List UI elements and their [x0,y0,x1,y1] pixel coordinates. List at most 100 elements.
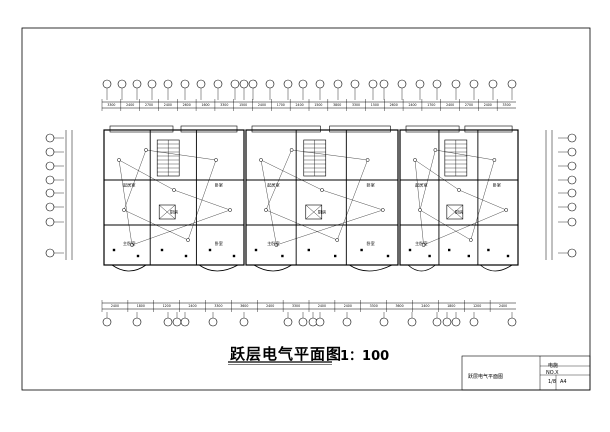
drawing-scale: 1：100 [340,349,390,364]
light-fixture [186,238,190,242]
elevator-cross [305,204,322,220]
balcony [464,125,513,133]
room-label: 卧室 [493,182,501,189]
left-axis-bubble [45,248,55,258]
wiring-run [265,209,338,241]
left-axis-bubble [45,202,55,212]
wiring-run [291,149,368,161]
light-fixture [413,158,417,162]
top-axis-bubble [117,79,127,89]
bay-window [479,264,513,272]
top-axis-bubble [283,79,293,89]
top-dimension-label: 2400 [296,103,304,107]
room-label: 起居室 [415,182,428,189]
wiring-run [131,209,231,246]
light-fixture [122,208,126,212]
balcony [405,125,460,133]
top-dimension-label: 2400 [408,103,416,107]
socket-outlet [467,254,470,258]
wiring-run [118,159,133,246]
socket-outlet [254,248,258,252]
bottom-dimension-label: 3300 [292,304,300,308]
top-axis-bubble [248,79,258,89]
right-axis-bubble [567,133,577,143]
wiring-run [260,159,277,246]
top-axis-bubble [102,79,112,89]
light-fixture [365,158,370,162]
top-axis-bubble [239,79,249,89]
top-dimension-label: 2400 [258,103,266,107]
title-block-name: 跃层电气平面图 [468,374,504,380]
light-fixture [130,243,134,247]
top-axis-bubble [265,79,275,89]
top-dimension-label: 1700 [277,103,285,107]
room-label: 起居室 [267,182,280,189]
unit-outer-wall [245,129,399,266]
wiring-run [145,149,217,161]
bottom-dimension-label: 2400 [266,304,274,308]
top-dimension-label: 3300 [220,103,228,107]
socket-outlet [136,254,140,258]
bottom-axis-bubble [172,317,182,327]
top-axis-bubble [213,79,223,89]
title-block-label-2: NO.X [546,370,559,376]
top-dimension-label: 2600 [390,103,398,107]
wiring-run [187,159,217,241]
top-axis-bubble [163,79,173,89]
top-axis-bubble [415,79,425,89]
top-dimension-label: 3300 [352,103,360,107]
socket-outlet [160,248,164,252]
bottom-axis-bubble [132,317,142,327]
bay-window [111,264,147,272]
room-label: 主卧室 [415,240,428,247]
bay-window [198,264,239,272]
title-block [461,355,591,391]
socket-outlet [386,254,390,258]
bottom-dimension-label: 2400 [499,304,507,308]
bottom-dimension-label: 3300 [214,304,222,308]
top-dimension-label: 1600 [201,103,209,107]
wiring-run [260,159,323,191]
room-label: 厨房 [318,209,326,216]
top-dimension-label: 2700 [145,103,153,107]
light-fixture [457,188,461,192]
right-axis-bubble [567,147,577,157]
socket-outlet [281,254,284,258]
room-label: 卧室 [215,182,223,189]
socket-outlet [232,254,236,258]
top-axis-bubble [298,79,308,89]
balcony [109,125,174,133]
top-axis-bubble [333,79,343,89]
top-axis-bubble [132,79,142,89]
room-label: 厨房 [455,209,463,216]
elevator-shaft [305,204,323,220]
top-axis-bubble [368,79,378,89]
top-axis-bubble [397,79,407,89]
bottom-axis-bubble [208,317,218,327]
left-axis-bubble [45,161,55,171]
bottom-dimension-label: 2400 [344,304,352,308]
bottom-dimension-label: 2400 [421,304,429,308]
top-dimension-label: 3800 [333,103,341,107]
top-axis-bubble [432,79,442,89]
top-axis-bubble [180,79,190,89]
title-block-label-1: 电施 [548,363,559,369]
socket-outlet [360,248,363,252]
bottom-axis-bubble [283,317,293,327]
right-axis-bubble [567,161,577,171]
wiring-run [118,159,175,191]
left-axis-bubble [45,147,55,157]
top-dimension-label: 3300 [503,103,511,107]
light-fixture [335,238,340,242]
bottom-axis-bubble [432,317,442,327]
bottom-dimension-label: 1800 [447,304,455,308]
top-dimension-label: 1500 [239,103,247,107]
room-label: 起居室 [123,182,136,189]
wiring-run [423,209,507,246]
wiring-run [337,159,368,241]
top-dimension-label: 1700 [427,103,435,107]
bottom-axis-bubble [342,317,352,327]
bottom-axis-bubble [102,317,112,327]
light-fixture [380,208,385,212]
elevator-cross [159,204,176,220]
